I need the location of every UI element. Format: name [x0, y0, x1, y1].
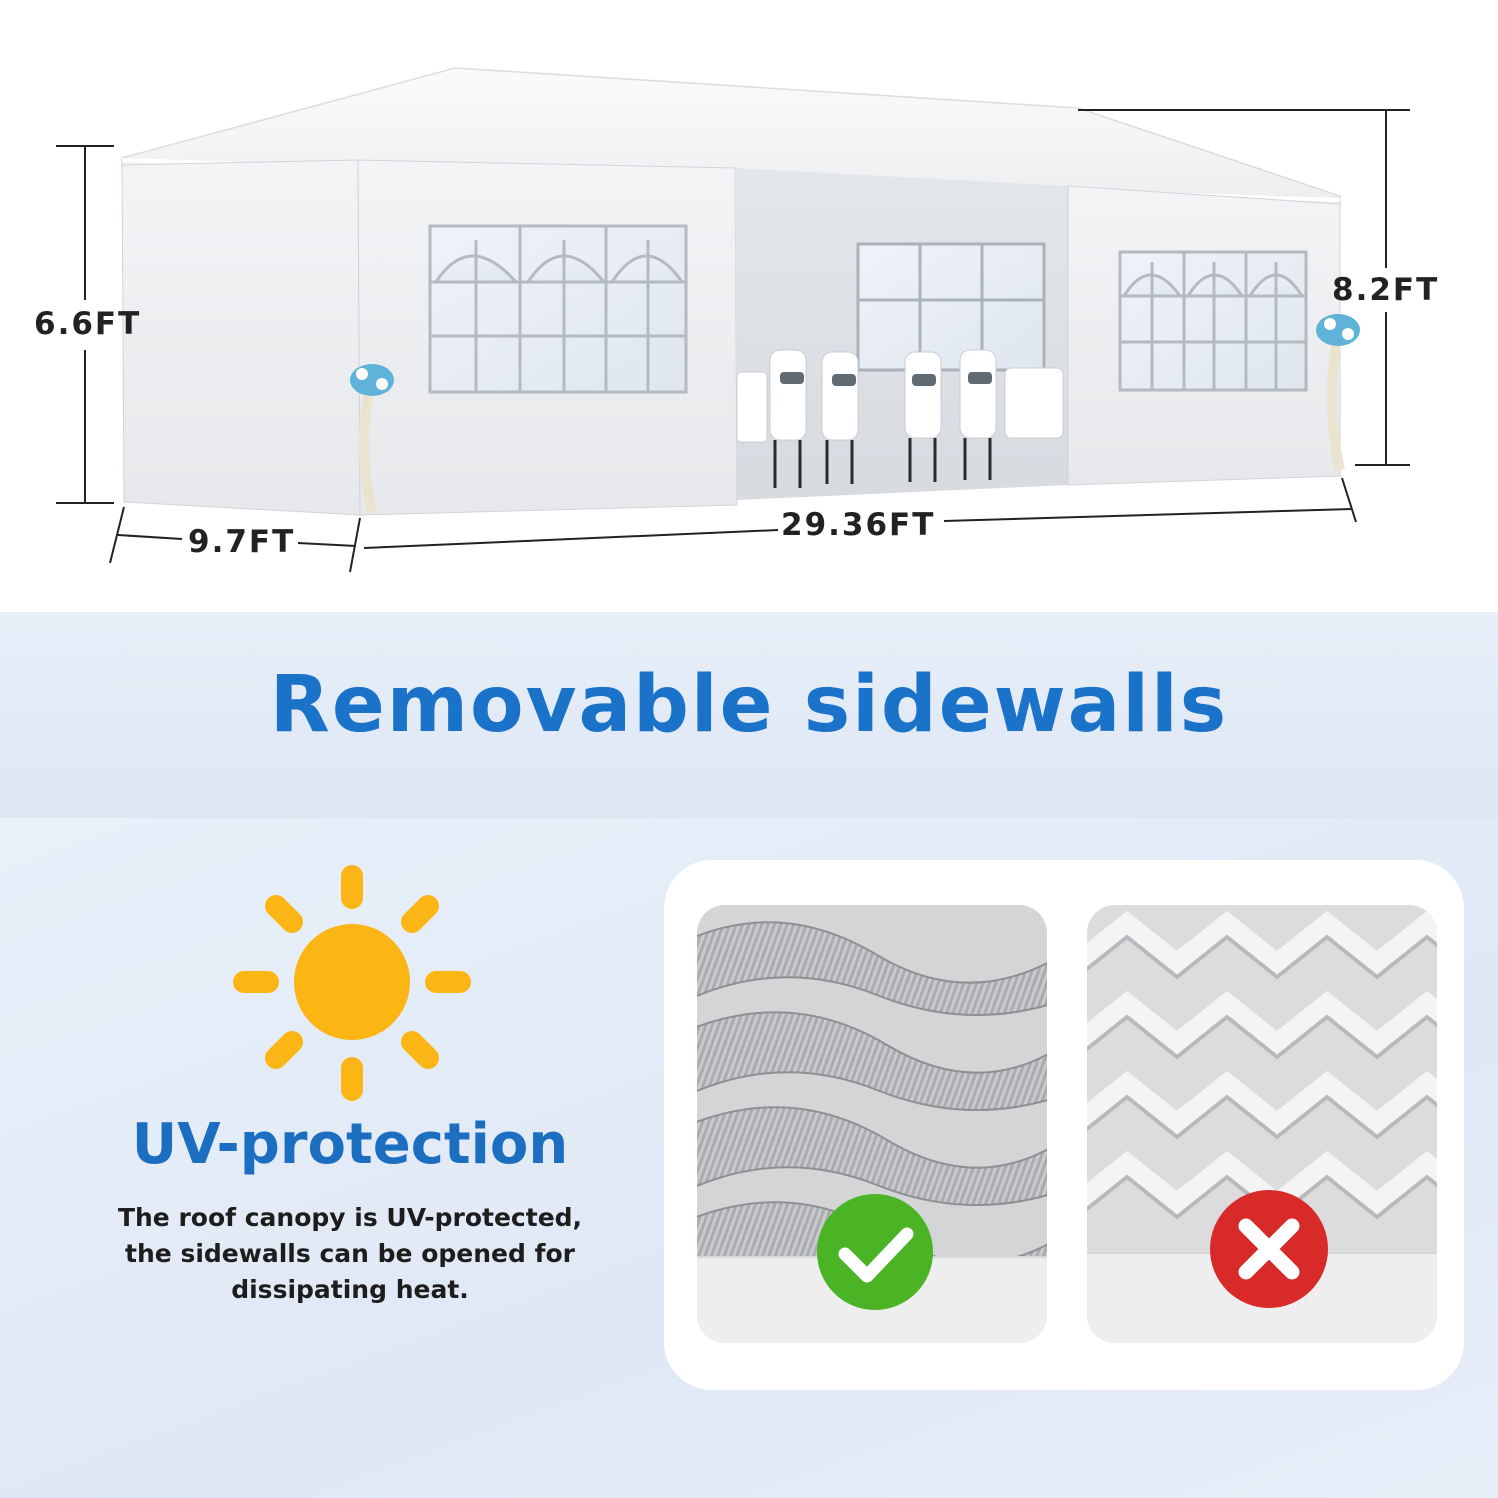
- check-icon: [817, 1194, 933, 1310]
- uv-heading: UV-protection: [131, 1112, 569, 1177]
- flower-decoration-left: [350, 364, 394, 514]
- tent-illustration: [56, 67, 1410, 573]
- flower-decoration-right: [1316, 314, 1360, 472]
- tent-hero: 6.6FT 8.2FT 9.7FT 29.36FT: [0, 0, 1498, 612]
- uv-description: The roof canopy is UV-protected, the sid…: [60, 1200, 640, 1308]
- uv-description-line: dissipating heat.: [231, 1275, 469, 1304]
- uv-description-line: The roof canopy is UV-protected,: [117, 1203, 583, 1232]
- dimension-length: 29.36FT: [781, 507, 936, 543]
- sun-icon: [233, 865, 471, 1101]
- close-icon: [1210, 1190, 1328, 1308]
- dimension-height-left: 6.6FT: [34, 306, 142, 342]
- feature-banner: [0, 612, 1498, 818]
- dimension-depth: 9.7FT: [188, 524, 296, 560]
- dimension-height-right: 8.2FT: [1332, 272, 1440, 308]
- tent-end-wall: [121, 159, 361, 516]
- banner-title: Removable sidewalls: [269, 660, 1229, 750]
- uv-description-line: the sidewalls can be opened for: [125, 1239, 575, 1268]
